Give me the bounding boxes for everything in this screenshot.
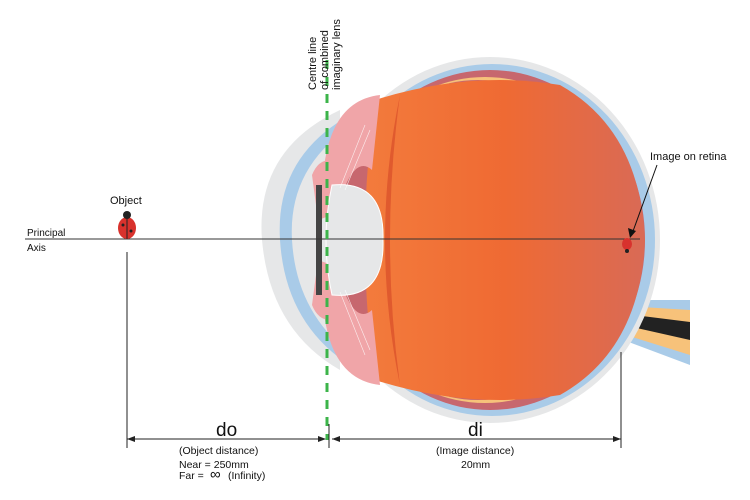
di-label: di xyxy=(468,420,483,441)
ladybug-object-icon xyxy=(118,211,136,239)
image-on-retina-label: Image on retina xyxy=(650,151,727,163)
iris xyxy=(316,185,322,295)
centre-line-label-1: Centre line xyxy=(307,37,319,90)
ladybug-image-icon xyxy=(622,238,632,253)
principal-axis-label: Principal xyxy=(27,228,65,239)
object-label: Object xyxy=(110,195,142,207)
di-value: 20mm xyxy=(461,459,490,471)
do-near: Near = 250mm xyxy=(179,459,249,471)
do-desc: (Object distance) xyxy=(179,445,258,457)
principal-axis-label-2: Axis xyxy=(27,243,46,254)
image-pointer-arrow xyxy=(631,164,658,235)
do-label: do xyxy=(216,420,237,441)
lens xyxy=(325,184,384,296)
vitreous-humour xyxy=(365,80,645,400)
do-far-prefix: Far = xyxy=(179,470,204,482)
infinity-symbol: ∞ xyxy=(210,466,221,483)
centre-line-label-3: imaginary lens xyxy=(331,19,343,90)
do-far-suffix: (Infinity) xyxy=(228,470,265,482)
di-desc: (Image distance) xyxy=(436,445,514,457)
centre-line-label-2: of combined xyxy=(319,30,331,90)
